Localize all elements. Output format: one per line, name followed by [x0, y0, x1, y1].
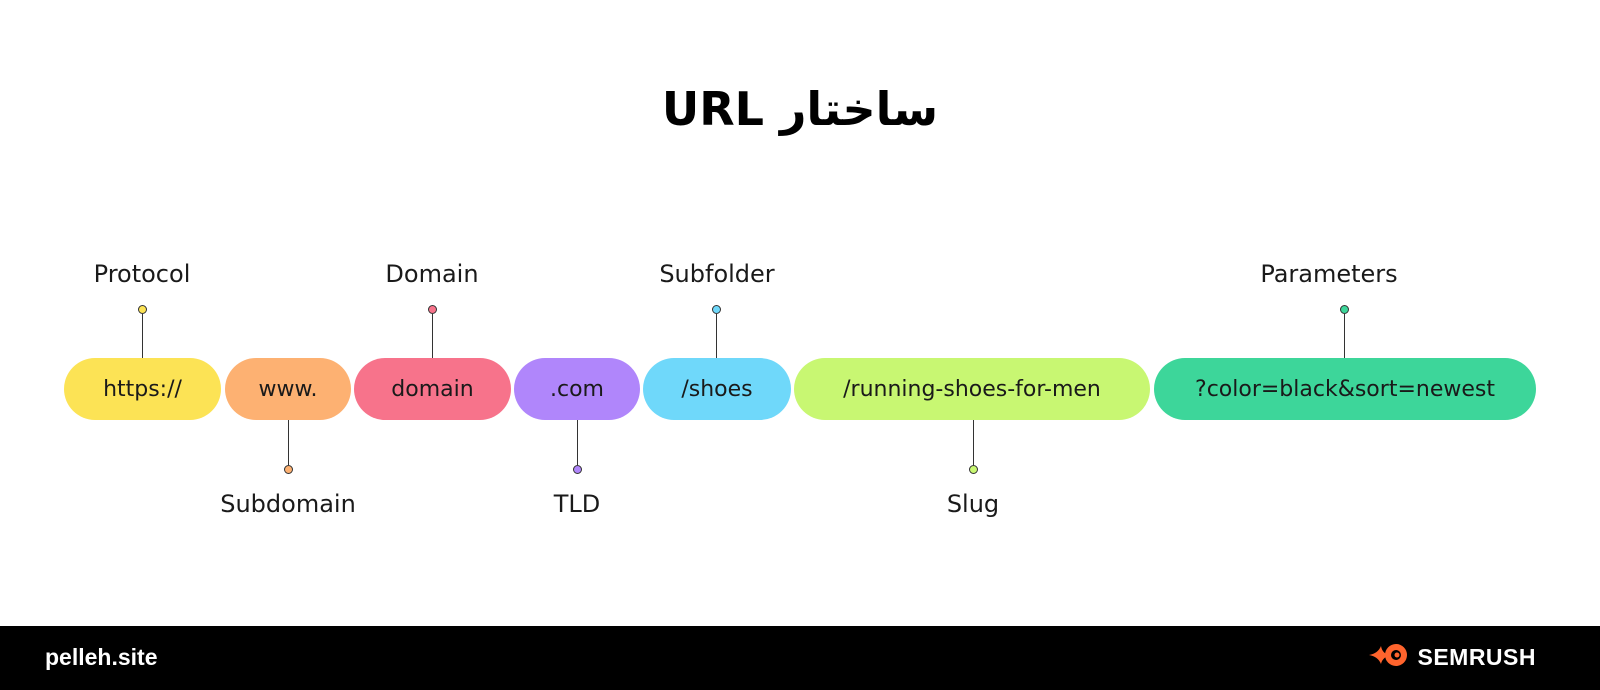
connector-line-parameters — [1344, 314, 1345, 358]
connector-dot-parameters — [1340, 305, 1349, 314]
connector-dot-slug — [969, 465, 978, 474]
segment-subdomain: www. — [225, 358, 351, 420]
connector-line-subdomain — [288, 420, 289, 465]
brand-name: SEMRUSH — [1417, 643, 1536, 670]
segment-slug: /running-shoes-for-men — [794, 358, 1150, 420]
label-subdomain: Subdomain — [220, 490, 356, 518]
segment-parameters: ?color=black&sort=newest — [1154, 358, 1536, 420]
segment-protocol: https:// — [64, 358, 221, 420]
connector-line-domain — [432, 314, 433, 358]
label-protocol: Protocol — [93, 260, 191, 288]
segment-domain: domain — [354, 358, 511, 420]
site-name: pelleh.site — [45, 644, 158, 670]
semrush-fire-logo-icon — [1367, 642, 1409, 672]
diagram-title: ساختار URL — [661, 82, 939, 136]
label-slug: Slug — [946, 490, 1000, 518]
connector-line-tld — [577, 420, 578, 465]
connector-line-subfolder — [716, 314, 717, 358]
footer-bar: pelleh.site SEMRUSH — [0, 626, 1600, 690]
connector-line-slug — [973, 420, 974, 465]
connector-dot-domain — [428, 305, 437, 314]
connector-dot-subdomain — [284, 465, 293, 474]
label-parameters: Parameters — [1260, 260, 1398, 288]
connector-dot-subfolder — [712, 305, 721, 314]
connector-dot-tld — [573, 465, 582, 474]
connector-line-protocol — [142, 314, 143, 358]
label-domain: Domain — [385, 260, 479, 288]
connector-dot-protocol — [138, 305, 147, 314]
segment-tld: .com — [514, 358, 640, 420]
brand-logo: SEMRUSH — [1367, 642, 1536, 672]
label-subfolder: Subfolder — [659, 260, 775, 288]
segment-subfolder: /shoes — [643, 358, 791, 420]
label-tld: TLD — [553, 490, 601, 518]
